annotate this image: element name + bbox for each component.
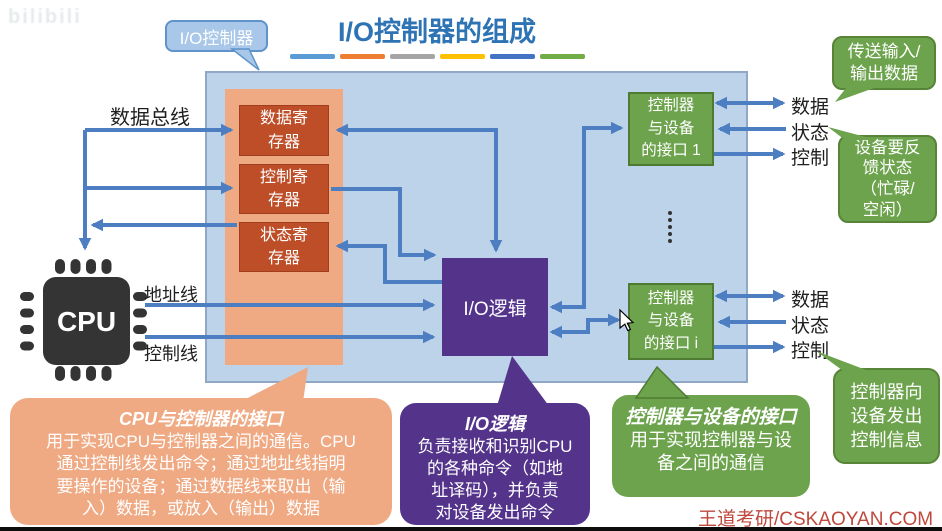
address-line-label: 地址线 [144, 285, 198, 305]
device-interface-note: 控制器与设备的接口 用于实现控制器与设 备之间的通信 [612, 395, 810, 497]
device-interface-i-box: 控制器 与设备 的接口 i [628, 283, 714, 360]
control-line-label: 控制线 [144, 344, 198, 364]
status-label-i: 状态 [791, 316, 830, 337]
device-interface-note-title: 控制器与设备的接口 [625, 407, 797, 428]
slide-title-block: I/O控制器的组成 [287, 10, 587, 59]
control-label-i: 控制 [791, 341, 830, 362]
data-register-box: 数据寄 存器 [239, 105, 329, 156]
status-label-1: 状态 [791, 123, 830, 144]
underline-segment [339, 54, 385, 59]
underline-segment [289, 54, 335, 59]
io-controller-callout: I/O控制器 [165, 20, 268, 52]
device-feedback-callout: 设备要反 馈状态 （忙碌/ 空闲） [838, 135, 937, 223]
control-label-1: 控制 [791, 148, 830, 169]
bilibili-watermark: bilibili [8, 6, 82, 28]
io-controller-callout-tail [229, 48, 260, 71]
cskaoyan-footer: 王道考研/CSKAOYAN.COM [698, 509, 934, 530]
cpu-interface-note-title: CPU与控制器的接口 [118, 409, 283, 429]
io-logic-note-title: I/O逻辑 [464, 414, 525, 434]
io-logic-note: I/O逻辑 负责接收和识别CPU 的各种命令（如地 址译码），并负责 对设备发出… [400, 403, 590, 525]
io-logic-note-body: 负责接收和识别CPU 的各种命令（如地 址译码），并负责 对设备发出命令 [417, 437, 573, 523]
device-interface-1-box: 控制器 与设备 的接口 1 [628, 92, 714, 166]
cpu-label: CPU [57, 306, 116, 337]
data-bus-label: 数据总线 [110, 107, 190, 129]
cpu-interface-note-body: 用于实现CPU与控制器之间的通信。CPU 通过控制线发出命令；通过地址线指明 要… [46, 432, 356, 519]
data-label-1: 数据 [791, 97, 830, 118]
cpu-interface-note: CPU与控制器的接口 用于实现CPU与控制器之间的通信。CPU 通过控制线发出命… [10, 398, 392, 525]
device-interface-note-body: 用于实现控制器与设 备之间的通信 [630, 430, 792, 474]
cpu-chip-icon: CPU [20, 259, 147, 381]
data-label-i: 数据 [791, 290, 830, 311]
page-title: I/O控制器的组成 [337, 17, 536, 47]
video-bottom-bar [0, 527, 942, 531]
title-underline [287, 54, 587, 59]
transfer-data-callout: 传送输入/ 输出数据 [832, 36, 936, 90]
underline-segment [489, 54, 535, 59]
status-register-box: 状态寄 存器 [239, 222, 329, 272]
transfer-callout-tail [835, 88, 874, 102]
control-info-callout: 控制器向 设备发出 控制信息 [833, 368, 940, 464]
underline-segment [439, 54, 485, 59]
io-logic-box: I/O逻辑 [442, 258, 548, 356]
control-register-box: 控制寄 存器 [239, 164, 329, 214]
underline-segment [389, 54, 435, 59]
underline-segment [539, 54, 585, 59]
